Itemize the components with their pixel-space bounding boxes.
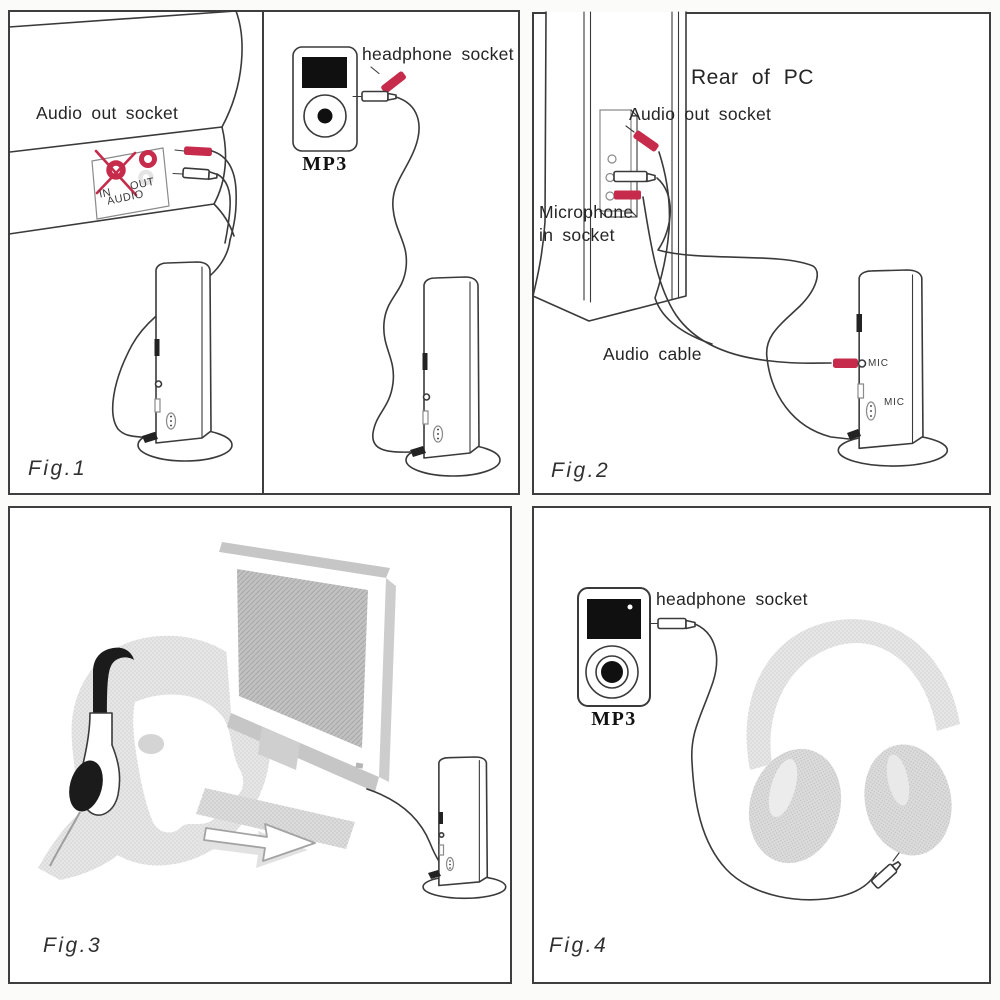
fig3-headphones-on-head xyxy=(49,647,134,867)
fig2-audio-out-label: Audio out socket xyxy=(629,104,772,124)
fig3-ear xyxy=(138,734,164,754)
fig1-tv-illustration xyxy=(9,11,242,438)
fig3-tv-screen xyxy=(237,569,368,748)
fig2-cable-3 xyxy=(643,197,831,363)
fig1-caption: Fig.1 xyxy=(28,457,88,480)
fig4-mp3-label: MP3 xyxy=(591,708,637,730)
fig2-title: Rear of PC xyxy=(691,66,814,89)
fig2-cable-2 xyxy=(657,178,849,439)
fig1-white-plug xyxy=(183,168,218,180)
fig1-audio-out-label: Audio out socket xyxy=(36,103,179,123)
fig4-cable xyxy=(692,624,876,900)
fig4-mp3-illustration xyxy=(578,588,903,900)
fig1b-mp3-illustration xyxy=(293,47,419,452)
fig1b-headphone-socket-label: headphone socket xyxy=(362,44,514,64)
fig1-red-plug xyxy=(183,146,213,157)
fig1b-transmitter-illustration xyxy=(405,276,501,477)
fig4-headphones-illustration xyxy=(746,619,960,864)
fig2-audio-cable-label: Audio cable xyxy=(603,344,702,364)
fig4-headphone-socket-label: headphone socket xyxy=(656,589,808,609)
fig2-mic-jack-label: MIC xyxy=(868,358,889,369)
panel-fig1-divider xyxy=(262,10,264,495)
fig3-arrow-icon xyxy=(197,823,316,868)
fig2-transmitter-illustration xyxy=(837,269,949,467)
fig3-transmitter-illustration xyxy=(422,756,507,899)
fig1-ghost-socket xyxy=(138,169,154,186)
fig1b-red-plug xyxy=(381,71,407,94)
fig1b-cable xyxy=(373,97,419,452)
fig1b-white-plug xyxy=(362,92,396,102)
fig1-transmitter-illustration xyxy=(137,261,233,462)
fig3-caption: Fig.3 xyxy=(43,934,103,957)
fig4-headphone-plug xyxy=(871,859,903,889)
fig2-mic-in-label-line2: in socket xyxy=(539,225,615,245)
fig3-tv-illustration xyxy=(196,542,396,849)
fig1b-mp3-label: MP3 xyxy=(302,153,348,175)
fig1-audio-in-socket xyxy=(106,160,126,180)
fig2-mic-switch-label: MIC xyxy=(884,397,905,408)
fig4-caption: Fig.4 xyxy=(549,934,609,957)
fig4-white-plug xyxy=(658,619,695,629)
fig1-cross-icon xyxy=(94,149,138,197)
fig2-cable-1 xyxy=(655,152,712,344)
fig2-white-plug xyxy=(614,172,655,182)
fig2-plugs-and-cables xyxy=(614,126,862,439)
fig2-caption: Fig.2 xyxy=(551,459,611,482)
fig2-red-plug-loose xyxy=(633,130,659,152)
fig2-mic-in-label-line1: Microphone xyxy=(539,202,634,222)
fig1-audio-out-socket xyxy=(139,150,157,168)
fig3-cable xyxy=(367,789,450,874)
fig2-mic-plug xyxy=(833,358,858,368)
fig2-red-plug-socketed xyxy=(614,190,641,200)
